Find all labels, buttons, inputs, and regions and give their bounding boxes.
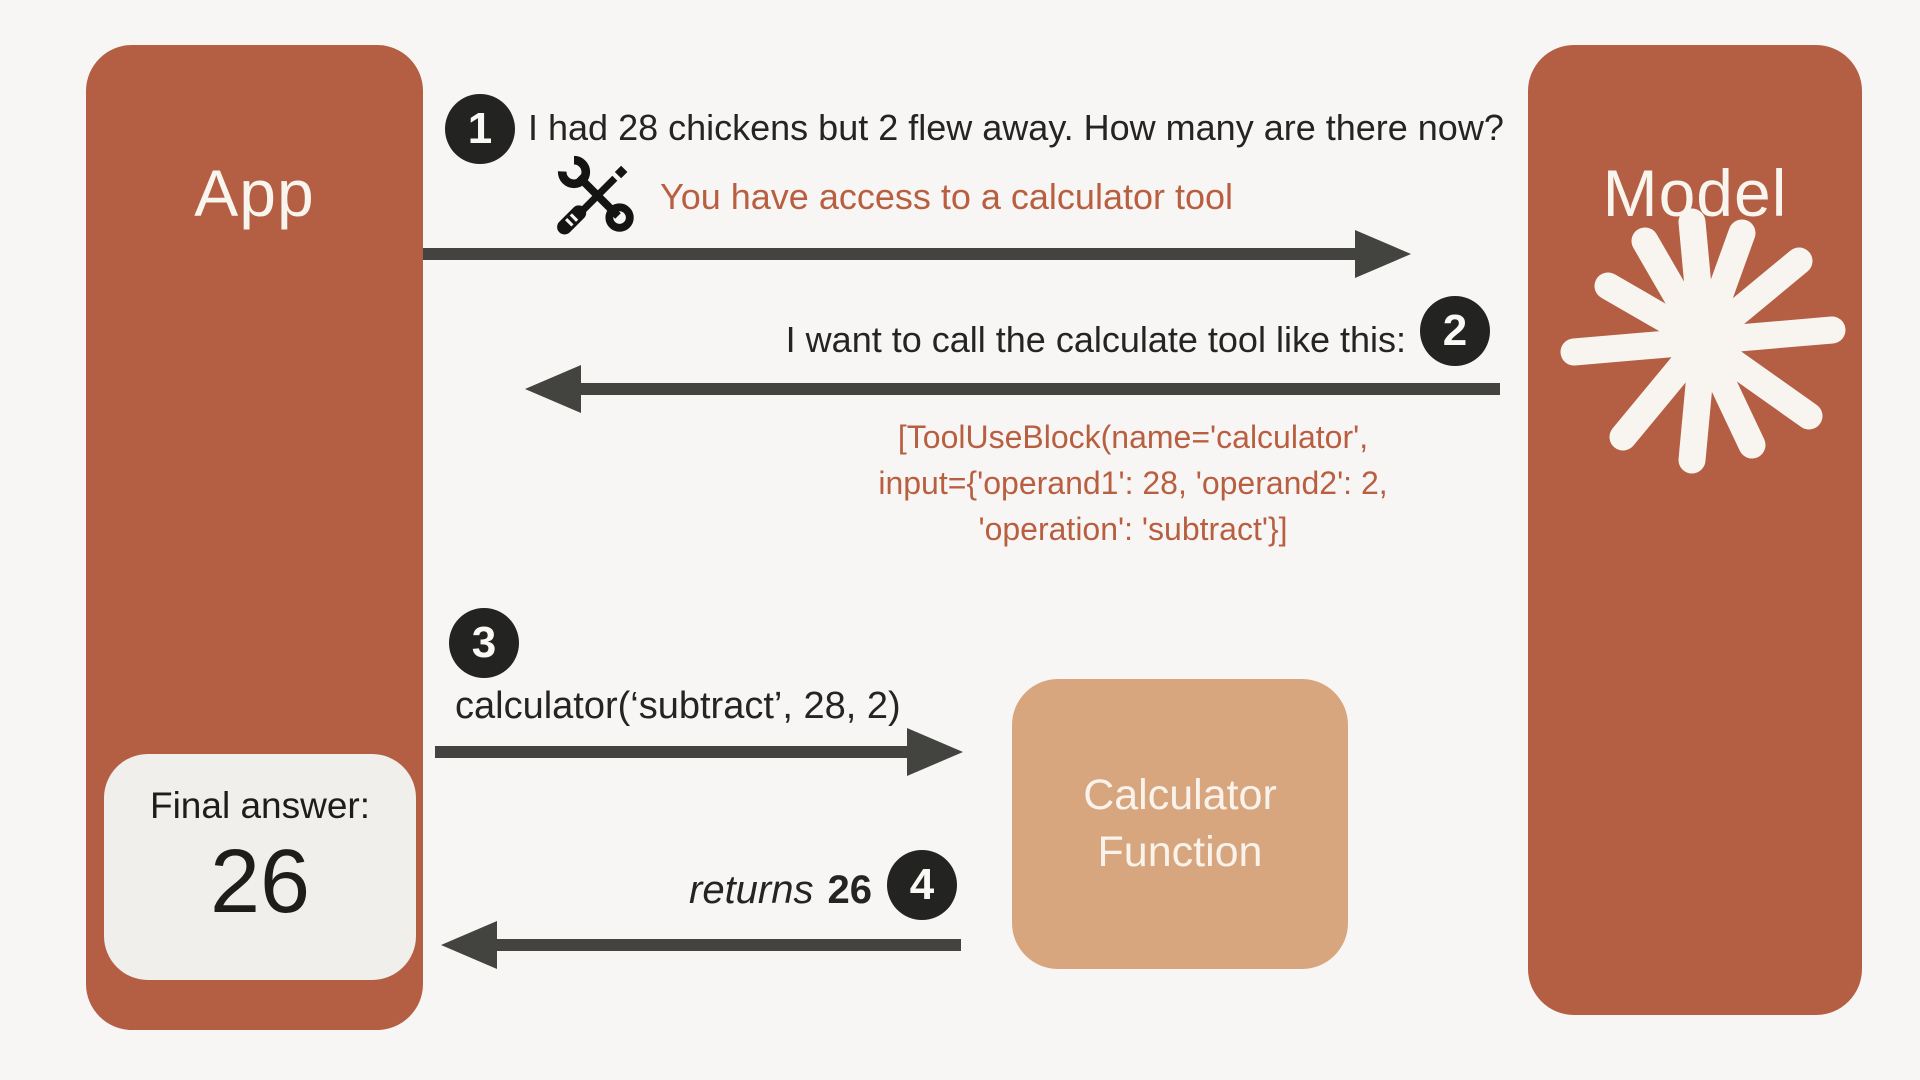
arrowhead-left <box>525 365 581 413</box>
returns-word: returns <box>689 868 814 912</box>
final-answer-label: Final answer: <box>149 785 371 826</box>
tool-call-text: calculator(‘subtract’, 28, 2) <box>455 685 901 727</box>
arrow-app-to-model <box>423 230 1411 278</box>
tool-use-code-line: [ToolUseBlock(name='calculator', <box>897 419 1369 455</box>
model-starburst-icon <box>1560 208 1846 474</box>
arrowhead-right <box>1355 230 1411 278</box>
step-4-number: 4 <box>909 860 935 909</box>
step-2-number: 2 <box>1442 306 1468 355</box>
step-4-badge: 4 <box>887 850 957 920</box>
step-1-number: 1 <box>467 104 493 153</box>
tools-icon <box>557 155 634 235</box>
arrowhead-left <box>441 921 497 969</box>
app-label: App <box>194 156 315 230</box>
tool-use-code-line: 'operation': 'subtract'}] <box>978 511 1288 547</box>
tool-use-code-line: input={'operand1': 28, 'operand2': 2, <box>878 465 1388 501</box>
returns-value: 26 <box>827 868 873 912</box>
final-answer-value: 26 <box>209 832 311 932</box>
step-3-number: 3 <box>471 618 497 667</box>
calculator-function-box: Calculator Function <box>1012 679 1348 969</box>
step-3-badge: 3 <box>449 608 519 678</box>
arrowhead-right <box>907 728 963 776</box>
step-1-badge: 1 <box>445 94 515 164</box>
calculator-function-label-line2: Function <box>1097 828 1263 876</box>
arrow-app-to-calculator <box>435 728 963 776</box>
model-box: Model <box>1528 45 1862 1015</box>
final-answer-box: Final answer: 26 <box>104 754 416 980</box>
system-tool-note: You have access to a calculator tool <box>660 176 1234 217</box>
calculator-function-label-line1: Calculator <box>1083 771 1277 819</box>
arrow-model-to-app <box>525 365 1500 413</box>
step-2-badge: 2 <box>1420 296 1490 366</box>
returns-text: returns 26 <box>572 866 872 914</box>
model-reply-text: I want to call the calculate tool like t… <box>785 319 1406 360</box>
user-message-text: I had 28 chickens but 2 flew away. How m… <box>528 107 1504 148</box>
arrow-calculator-to-app <box>441 921 961 969</box>
tool-use-code: [ToolUseBlock(name='calculator', input={… <box>733 414 1533 552</box>
